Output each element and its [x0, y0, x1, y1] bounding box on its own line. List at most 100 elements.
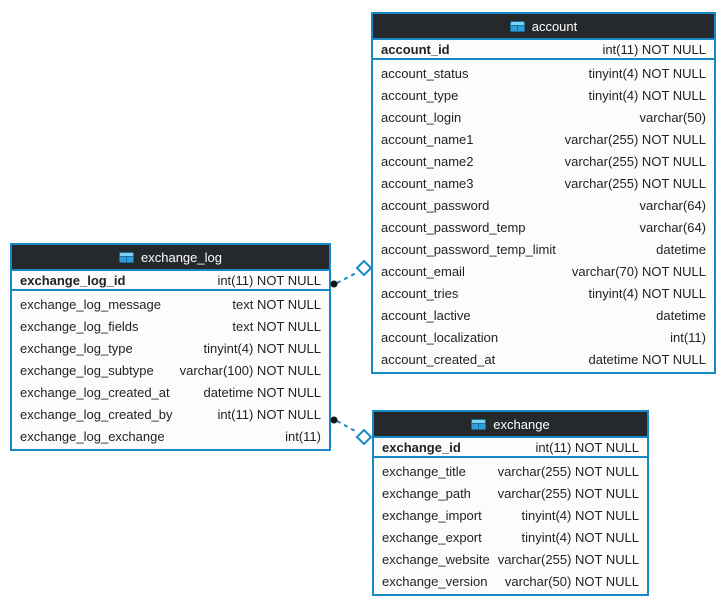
column-name: exchange_log_type: [20, 340, 133, 356]
column-type: text NOT NULL: [232, 318, 321, 334]
column-name: exchange_import: [382, 507, 482, 523]
column-name: account_localization: [381, 329, 499, 345]
column-name: exchange_export: [382, 529, 482, 545]
table-grid-icon: [471, 418, 487, 430]
column-name: account_id: [381, 41, 450, 57]
column-type: varchar(70) NOT NULL: [571, 263, 706, 279]
table-grid-icon: [119, 251, 135, 263]
column-name: exchange_log_exchange: [20, 428, 165, 444]
column-row: account_name3 varchar(255) NOT NULL: [373, 172, 714, 194]
table-title: exchange_log: [141, 249, 222, 265]
column-type: varchar(255) NOT NULL: [497, 551, 640, 567]
table-grid-icon: [509, 20, 525, 32]
column-row: account_tries tinyint(4) NOT NULL: [373, 282, 714, 304]
column-type: datetime: [656, 307, 706, 323]
column-row: account_password_temp varchar(64): [373, 216, 714, 238]
column-name: exchange_id: [382, 439, 461, 455]
column-type: datetime: [656, 241, 706, 257]
column-type: int(11) NOT NULL: [602, 41, 706, 57]
column-row: account_name2 varchar(255) NOT NULL: [373, 150, 714, 172]
pk-row: exchange_log_id int(11) NOT NULL: [12, 269, 329, 291]
column-row: account_name1 varchar(255) NOT NULL: [373, 128, 714, 150]
column-row: exchange_import tinyint(4) NOT NULL: [374, 504, 647, 526]
column-row: account_password_temp_limit datetime: [373, 238, 714, 260]
table-exchange-header[interactable]: exchange: [374, 412, 647, 436]
column-name: exchange_log_created_at: [20, 384, 170, 400]
column-type: varchar(64): [639, 219, 706, 235]
column-row: account_password varchar(64): [373, 194, 714, 216]
relationship-exchange-log-account[interactable]: [330, 259, 373, 288]
column-name: account_name3: [381, 175, 474, 191]
column-type: tinyint(4) NOT NULL: [588, 87, 706, 103]
column-type: datetime NOT NULL: [203, 384, 321, 400]
column-row: exchange_log_message text NOT NULL: [12, 293, 329, 315]
column-row: exchange_website varchar(255) NOT NULL: [374, 548, 647, 570]
relationship-diamond-end: [355, 259, 373, 277]
column-type: text NOT NULL: [232, 296, 321, 312]
column-type: int(11): [285, 428, 321, 444]
column-name: account_password_temp_limit: [381, 241, 556, 257]
column-row: account_email varchar(70) NOT NULL: [373, 260, 714, 282]
column-type: int(11) NOT NULL: [217, 272, 321, 288]
column-row: exchange_log_created_at datetime NOT NULL: [12, 381, 329, 403]
column-name: account_created_at: [381, 351, 496, 367]
column-name: exchange_website: [382, 551, 490, 567]
table-exchange-log[interactable]: exchange_log exchange_log_id int(11) NOT…: [10, 243, 331, 451]
column-name: account_name2: [381, 153, 474, 169]
column-type: varchar(255) NOT NULL: [564, 153, 706, 169]
column-type: varchar(255) NOT NULL: [497, 463, 639, 479]
column-name: exchange_log_fields: [20, 318, 139, 334]
column-type: varchar(255) NOT NULL: [497, 485, 639, 501]
column-name: account_login: [381, 109, 462, 125]
table-title: account: [531, 18, 578, 34]
column-name: exchange_log_id: [20, 272, 126, 288]
column-type: varchar(255) NOT NULL: [564, 131, 706, 147]
table-title: exchange: [493, 416, 550, 432]
column-name: account_password_temp: [381, 219, 526, 235]
column-name: account_password: [381, 197, 490, 213]
relationship-diamond-end: [355, 428, 373, 446]
column-type: varchar(64): [639, 197, 706, 213]
column-name: account_status: [381, 65, 469, 81]
column-type: varchar(50): [639, 109, 706, 125]
relationship-line: [336, 271, 359, 284]
column-name: exchange_log_created_by: [20, 406, 173, 422]
column-type: int(11): [670, 329, 706, 345]
column-row: account_localization int(11): [373, 326, 714, 348]
table-exchange[interactable]: exchange exchange_id int(11) NOT NULL ex…: [372, 410, 649, 596]
column-type: tinyint(4) NOT NULL: [588, 285, 706, 301]
column-name: exchange_log_message: [20, 296, 161, 312]
table-exchange-log-header[interactable]: exchange_log: [12, 245, 329, 269]
column-row: exchange_log_fields text NOT NULL: [12, 315, 329, 337]
column-name: account_email: [381, 263, 465, 279]
pk-row: account_id int(11) NOT NULL: [373, 38, 714, 60]
column-type: tinyint(4) NOT NULL: [521, 507, 639, 523]
table-account[interactable]: account account_id int(11) NOT NULL acco…: [371, 12, 716, 374]
relationship-line: [336, 420, 358, 433]
column-name: account_name1: [381, 131, 474, 147]
table-account-header[interactable]: account: [373, 14, 714, 38]
relationship-exchange-log-exchange[interactable]: [330, 416, 373, 446]
column-type: int(11) NOT NULL: [217, 406, 321, 422]
column-row: exchange_log_created_by int(11) NOT NULL: [12, 403, 329, 425]
column-row: account_status tinyint(4) NOT NULL: [373, 62, 714, 84]
column-name: exchange_version: [382, 573, 488, 589]
relationship-dot-end: [330, 280, 338, 288]
column-row: account_login varchar(50): [373, 106, 714, 128]
column-type: varchar(255) NOT NULL: [564, 175, 706, 191]
column-name: account_tries: [381, 285, 459, 301]
column-type: tinyint(4) NOT NULL: [588, 65, 706, 81]
table-body: account_status tinyint(4) NOT NULL accoun…: [373, 60, 714, 372]
column-type: int(11) NOT NULL: [535, 439, 639, 455]
column-row: exchange_log_subtype varchar(100) NOT NUL…: [12, 359, 329, 381]
column-name: exchange_log_subtype: [20, 362, 154, 378]
column-type: varchar(100) NOT NULL: [179, 362, 321, 378]
